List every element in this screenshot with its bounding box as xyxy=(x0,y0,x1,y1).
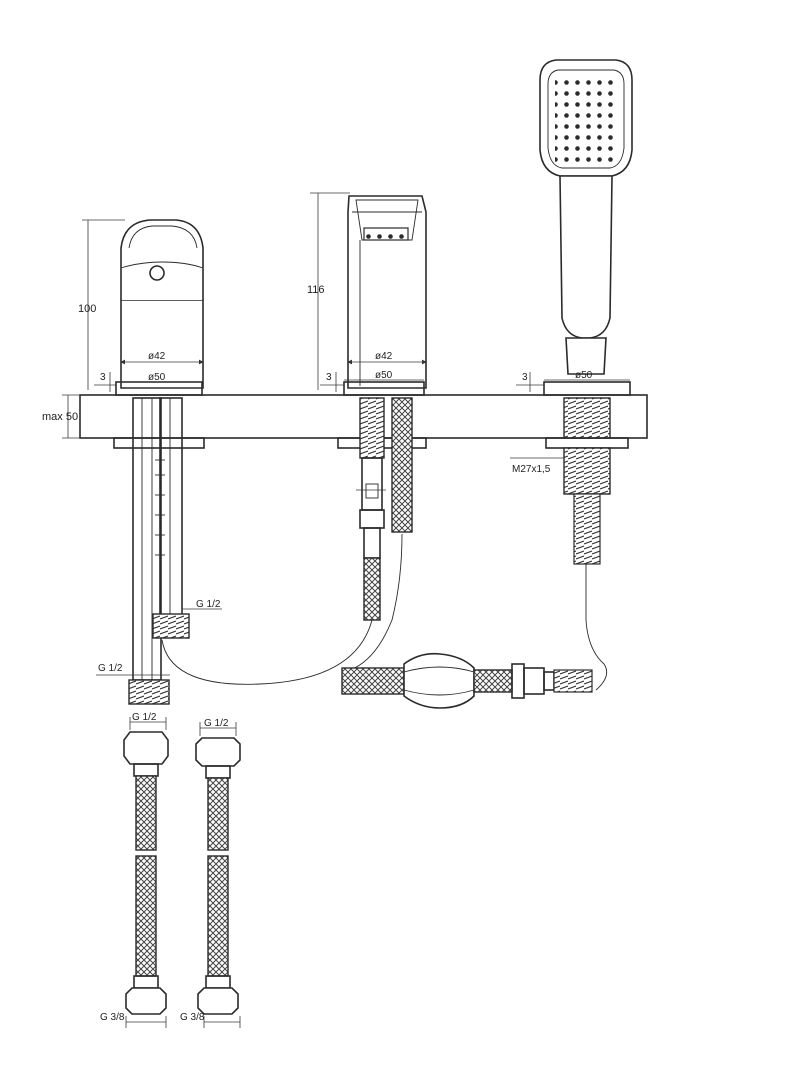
middle-d50-label: ø50 xyxy=(375,370,393,381)
middle-d42-label: ø42 xyxy=(375,351,393,362)
deck-thickness-label: max 50 xyxy=(42,411,78,423)
supply-hose-right: G 1/2 G 3/8 xyxy=(180,718,241,1028)
middle-3-label: 3 xyxy=(326,372,332,383)
middle-height-label: 116 xyxy=(307,284,325,296)
lower-g12-label: G 1/2 xyxy=(98,663,123,674)
hose-left-g38-label: G 3/8 xyxy=(100,1012,125,1023)
hose-right-g38-label: G 3/8 xyxy=(180,1012,205,1023)
diverter-body xyxy=(403,652,475,709)
handle-screw-icon xyxy=(149,265,165,281)
left-d42-label: ø42 xyxy=(148,351,166,362)
thread-size-label: M27x1,5 xyxy=(512,464,551,475)
upper-g12-label: G 1/2 xyxy=(196,599,221,610)
right-3-label: 3 xyxy=(522,372,528,383)
shower-spray-nozzles-icon xyxy=(555,80,617,164)
aerator-icon xyxy=(363,227,409,241)
left-height-label: 100 xyxy=(78,303,96,315)
hose-right-g12-label: G 1/2 xyxy=(204,718,229,729)
middle-spout: 116 ø42 ø50 3 xyxy=(307,192,427,621)
hand-shower: ø50 3 M27x1,5 xyxy=(510,59,633,565)
left-3-label: 3 xyxy=(100,372,106,383)
supply-hose-left: G 1/2 G 3/8 xyxy=(100,712,169,1028)
left-mixer-handle: 100 ø42 ø50 3 G 1/2 xyxy=(78,219,222,705)
diverter-assembly xyxy=(161,533,608,709)
right-d50-label: ø50 xyxy=(575,370,593,381)
hose-left-g12-label: G 1/2 xyxy=(132,712,157,723)
left-d50-label: ø50 xyxy=(148,372,166,383)
